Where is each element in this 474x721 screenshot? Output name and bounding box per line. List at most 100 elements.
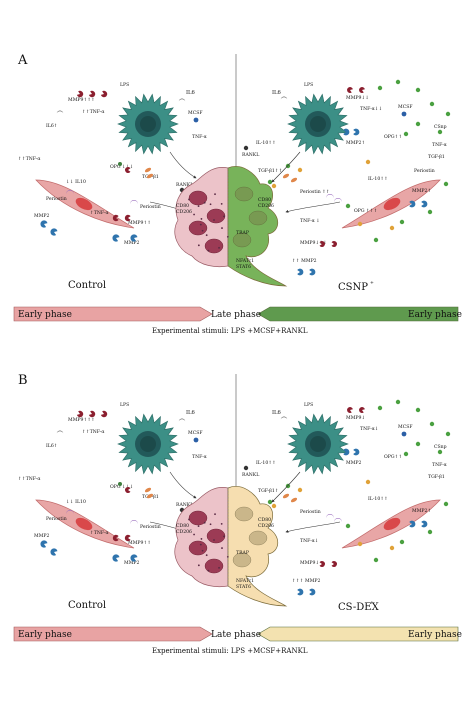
- mmp2-icon: [343, 128, 350, 136]
- treatment-group-label: CS-DEX: [338, 602, 380, 613]
- nanoparticle-icon: [445, 431, 451, 437]
- periostin-icon: [130, 520, 138, 524]
- tnf-alpha-label-left-1: ↑↑TNF-α: [82, 429, 104, 435]
- tnf-alpha-label-left-4: ↑TNF-α: [90, 210, 109, 216]
- opg-icon: [357, 221, 363, 227]
- trap-label: TRAP: [236, 230, 249, 236]
- nucleus-right: [232, 552, 252, 568]
- opg-icon: [118, 162, 122, 166]
- nanoparticle-icon: [415, 87, 421, 93]
- fibroblast-nucleus: [383, 197, 401, 211]
- fibroblast-left: [35, 179, 135, 229]
- nanoparticle-icon: [395, 399, 401, 405]
- mcsf-label-right: MCSF: [398, 424, 413, 430]
- il10-label-left: ↓↓ IL10: [66, 179, 86, 185]
- nanoparticle-icon: [345, 203, 351, 209]
- nanoparticle-icon: [437, 129, 443, 135]
- mmp9-label-left-2: MMP9↑↑: [128, 220, 151, 226]
- il6-icon: [56, 430, 64, 434]
- il10-label-right-2: IL-10↑↑: [368, 176, 388, 182]
- tgf-beta-label-right-1: TGF-β1↑: [258, 488, 279, 494]
- nanoparticle-icon: [429, 101, 435, 107]
- mmp2-label-left-2: MMP2: [124, 240, 139, 246]
- nanoparticle-icon: [443, 501, 449, 507]
- mmp2-label-left-1: MMP2: [34, 213, 49, 219]
- periostin-label-left-2: Periostin: [140, 524, 161, 530]
- periostin-icon: [66, 190, 74, 194]
- early-phase-arrow-left: [13, 626, 213, 642]
- opg-icon: [297, 167, 303, 173]
- periostin-label-left-1: Periostin: [46, 516, 67, 522]
- mmp9-icon: [112, 534, 119, 542]
- cd80-label-right: CD80: [258, 517, 271, 523]
- cd80-label: CD80: [176, 203, 189, 209]
- tgf-beta-icon: [282, 493, 290, 499]
- nucleus-left: [188, 510, 208, 526]
- nanoparticle-icon: [445, 111, 451, 117]
- mmp2-label-left-2: MMP2: [124, 560, 139, 566]
- fibroblast-left: [35, 499, 135, 549]
- il6-icon: [178, 98, 186, 102]
- il10-label-right-2: IL-10↑↑: [368, 496, 388, 502]
- periostin-label-left-1: Periostin: [46, 196, 67, 202]
- panel-a: ALPSIL6MMP9↑↑↑↑↑TNF-αIL6↑MCSFTNF-α↑↑TNF-…: [13, 53, 462, 335]
- cd80-label-right: CD80: [258, 197, 271, 203]
- rankl-label-right: RANKL: [242, 472, 259, 478]
- nanoparticle-icon: [267, 499, 273, 505]
- macrophage-right: [287, 93, 349, 155]
- arrow-fibroblast-right-to-osteoclast: [285, 521, 341, 533]
- early-phase-label-right: Early phase: [408, 630, 462, 640]
- lps-label-left: LPS: [120, 402, 129, 408]
- early-phase-label-left: Early phase: [18, 310, 72, 320]
- il10-label-right-1: IL-10↑↑: [256, 460, 276, 466]
- fibroblast-nucleus: [75, 197, 93, 211]
- il6-up-label-left: IL6↑: [46, 123, 58, 129]
- control-group-label: Control: [68, 280, 106, 291]
- mmp9-icon: [76, 90, 84, 98]
- rankl-icon: [243, 145, 249, 151]
- fibroblast-nucleus: [75, 517, 93, 531]
- periostin-label-right-1: Periostin: [300, 509, 321, 515]
- mmp2-icon: [50, 228, 58, 236]
- il6-label-left: IL6: [186, 90, 195, 96]
- mmp2-icon: [40, 220, 48, 228]
- il10-label-right-1: IL-10↑↑: [256, 140, 276, 146]
- nanoparticle-icon: [415, 121, 421, 127]
- cd80-label: CD80: [176, 523, 189, 529]
- mmp2-icon: [297, 588, 304, 596]
- mmp2-icon: [343, 448, 350, 456]
- periostin-label-left-2: Periostin: [140, 204, 161, 210]
- opg-label-left: OPG ↓↓↓: [110, 164, 134, 170]
- mcsf-icon: [401, 111, 407, 117]
- nucleus-left: [188, 540, 208, 556]
- nfatc1-label: NFATc1: [236, 258, 254, 264]
- tnf-alpha-label-left-4: ↑TNF-α: [90, 530, 109, 536]
- nanoparticle-icon: [399, 219, 405, 225]
- il6-icon: [280, 96, 288, 100]
- mmp2-icon: [297, 268, 304, 276]
- mmp9-label-right-2: MMP9↓: [300, 560, 319, 566]
- mmp9-icon: [331, 241, 337, 247]
- nucleus-left: [204, 238, 224, 254]
- tgf-beta-icon: [290, 497, 298, 503]
- late-phase-label: Late phase: [211, 310, 261, 320]
- fibroblast-nucleus: [383, 517, 401, 531]
- mmp9-icon: [319, 241, 325, 247]
- nanoparticle-icon: [437, 449, 443, 455]
- periostin-label-right-1: Periostin ↑↑: [300, 189, 330, 195]
- tgf-beta-label-right-1: TGF-β1↑↑: [258, 168, 283, 174]
- mcsf-label-right: MCSF: [398, 104, 413, 110]
- nanoparticle-icon: [415, 407, 421, 413]
- mmp2-icon: [421, 200, 428, 208]
- tgf-beta-icon: [146, 173, 154, 179]
- mcsf-label-left: MCSF: [188, 430, 203, 436]
- mmp2-icon: [409, 200, 416, 208]
- nanoparticle-icon: [377, 85, 383, 91]
- nanoparticle-icon: [427, 209, 433, 215]
- mmp9-icon: [347, 87, 353, 94]
- nucleus-left: [206, 528, 226, 544]
- opg-label-left: OPG ↓↓↓: [110, 484, 134, 490]
- mmp2-icon: [130, 234, 138, 242]
- tgf-beta-icon: [144, 167, 152, 173]
- tnf-alpha-label-right-1: TNF-α↓↓: [360, 106, 382, 112]
